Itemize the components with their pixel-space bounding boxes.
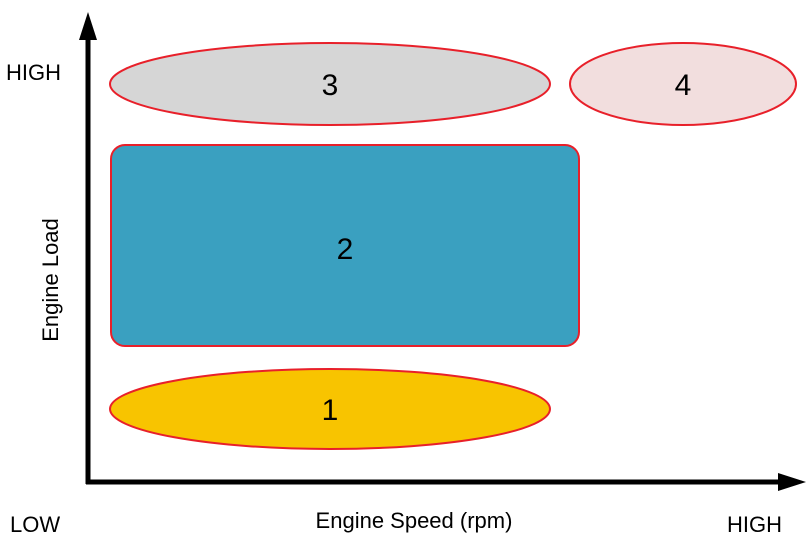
region-4-shape: [569, 42, 797, 126]
region-2-shape: [110, 144, 580, 347]
region-4-label: 4: [675, 69, 692, 102]
x-axis-arrowhead: [778, 473, 806, 491]
region-1-label: 1: [322, 394, 339, 427]
region-3: 3: [109, 42, 551, 126]
x-axis-low-label: LOW: [10, 512, 60, 537]
region-2-label: 2: [337, 233, 354, 266]
axes: [79, 12, 806, 491]
region-1-shape: [109, 368, 551, 450]
region-1: 1: [109, 368, 551, 450]
region-2: 2: [110, 144, 580, 347]
y-axis-arrowhead: [79, 12, 97, 40]
region-3-label: 3: [322, 69, 339, 102]
region-4: 4: [569, 42, 797, 126]
y-axis-high-label: HIGH: [6, 60, 61, 85]
y-axis-title: Engine Load: [38, 218, 63, 342]
region-3-shape: [109, 42, 551, 126]
x-axis-high-label: HIGH: [727, 512, 782, 537]
x-axis-title: Engine Speed (rpm): [316, 508, 513, 533]
